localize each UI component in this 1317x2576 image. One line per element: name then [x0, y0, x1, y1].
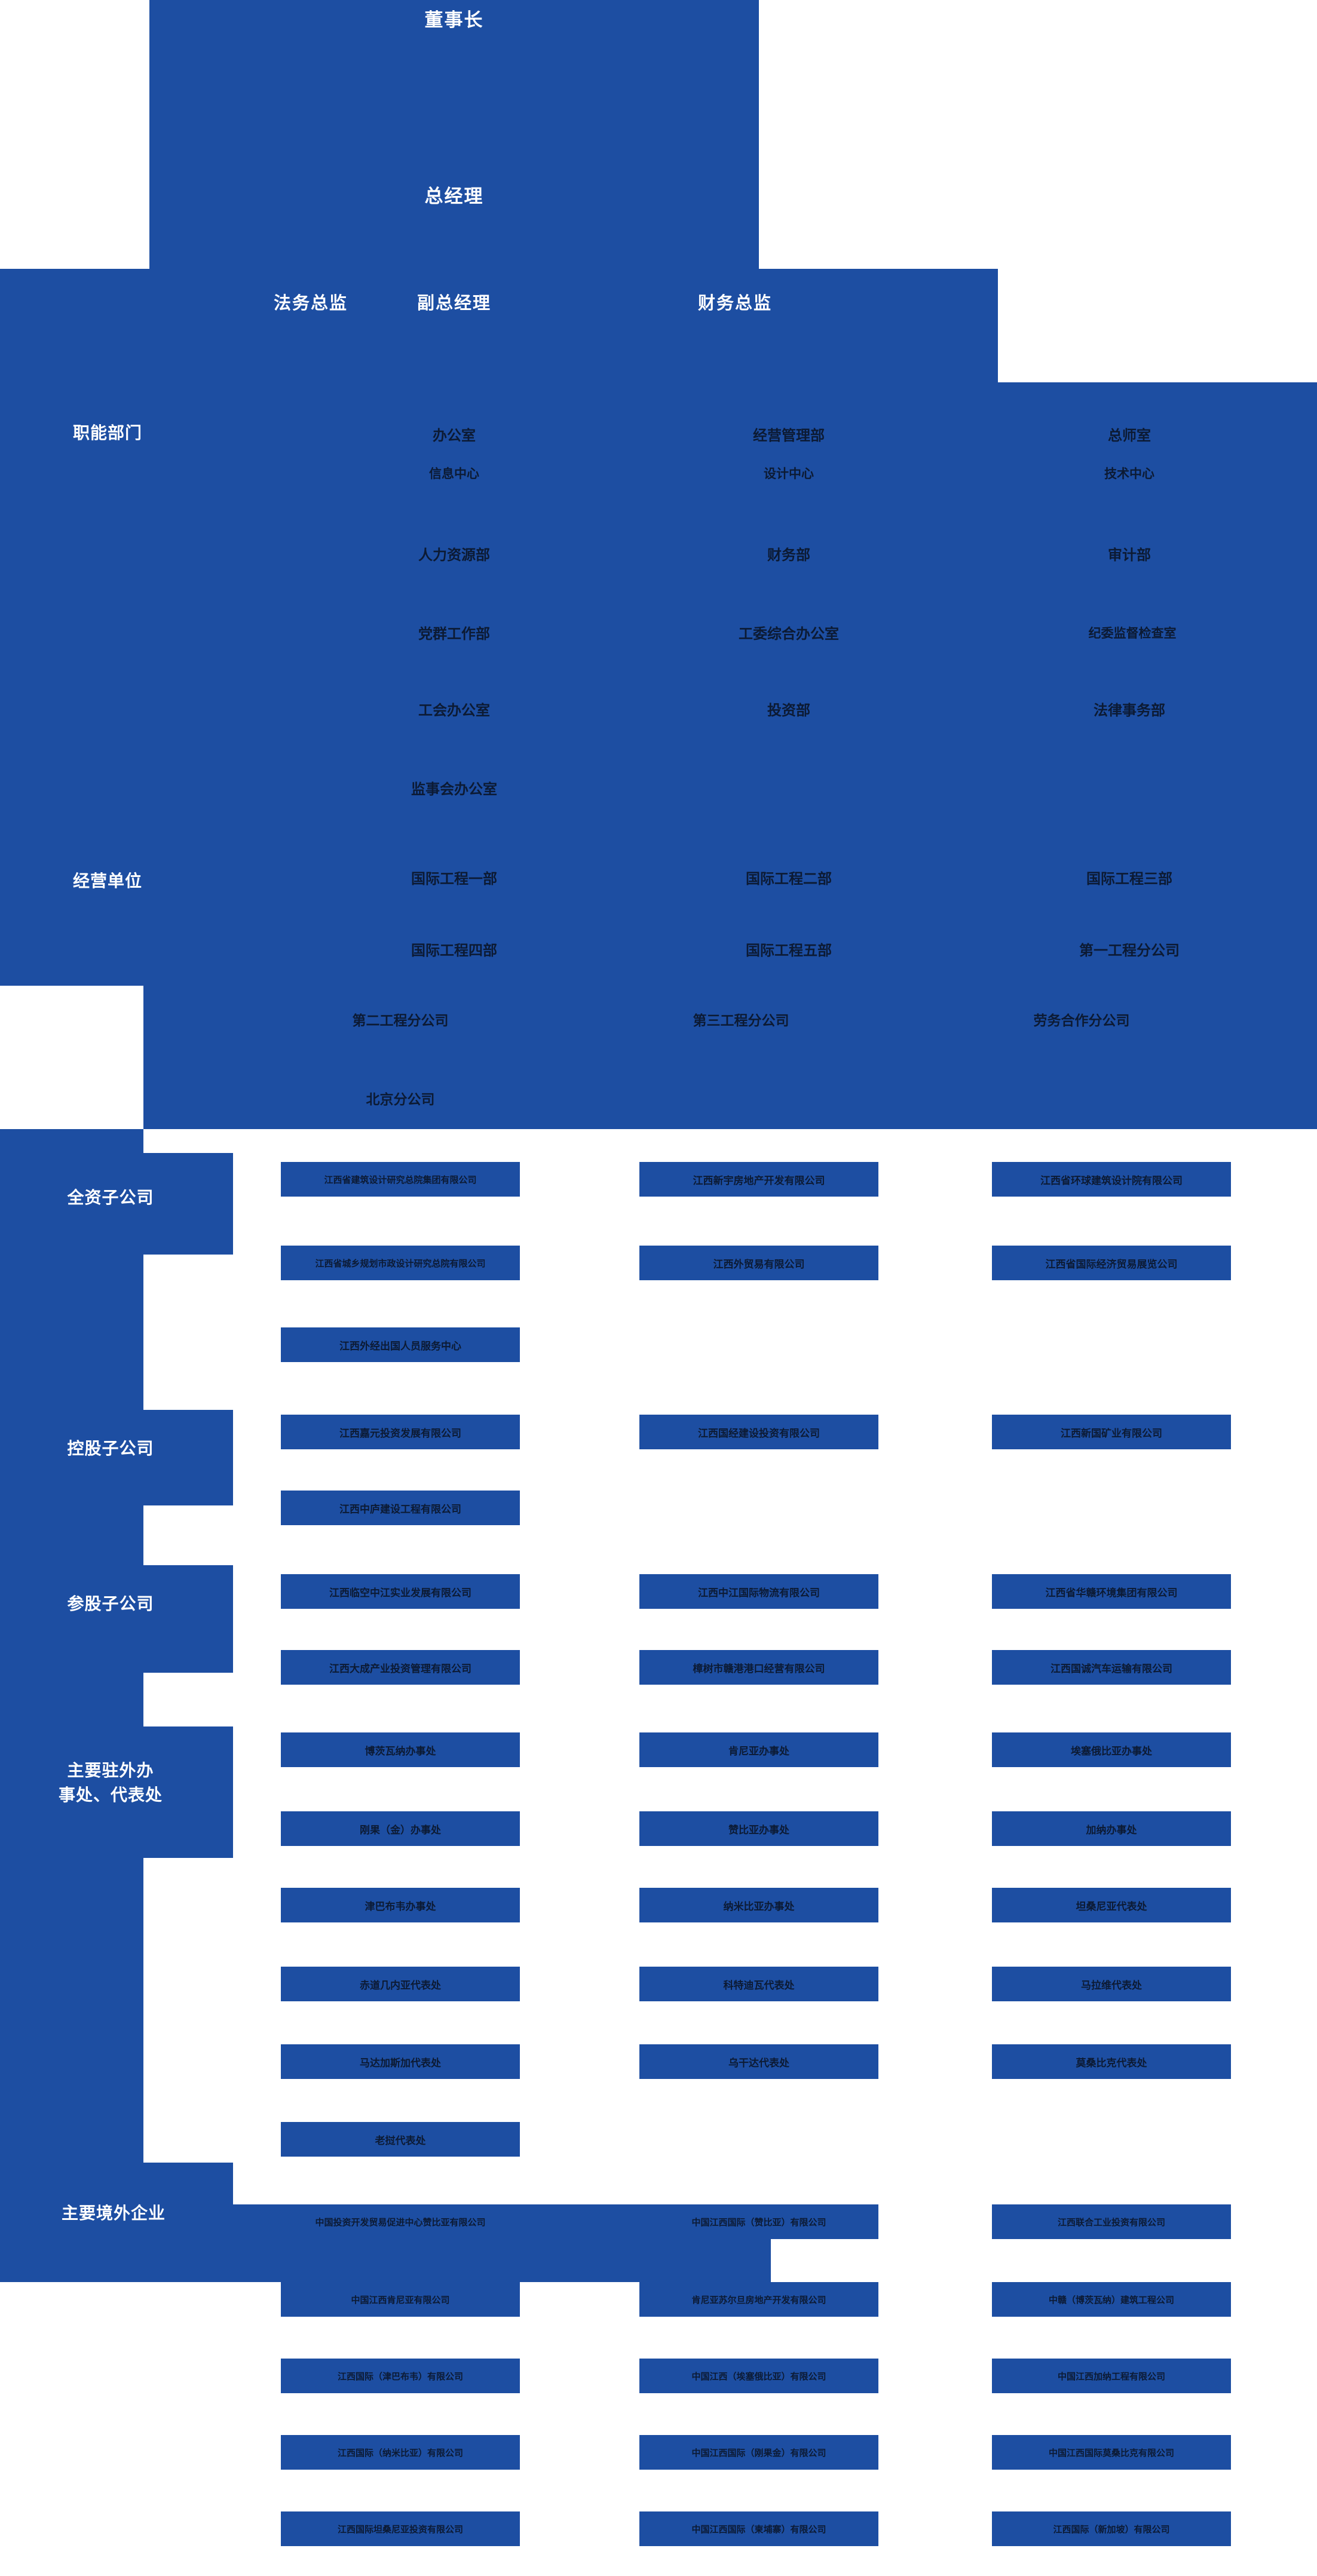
unit-second-eng-branch[interactable]: 第二工程分公司 [281, 1002, 520, 1036]
overseas-zhonggan-botswana-construction[interactable]: 中赣（博茨瓦纳）建筑工程公司 [992, 2282, 1231, 2317]
company-jx-xinyu-realestate[interactable]: 江西新宇房地产开发有限公司 [639, 1162, 878, 1197]
dept-union-office[interactable]: 工会办公室 [418, 702, 490, 719]
overseas-jx-intl-singapore[interactable]: 江西国际（新加坡）有限公司 [992, 2511, 1231, 2546]
company-zhangshu-gangang-port[interactable]: 樟树市赣港港口经营有限公司 [639, 1650, 878, 1685]
unit-intl-eng-2[interactable]: 国际工程二部 [746, 870, 832, 887]
dept-operations-management[interactable]: 经营管理部 [753, 427, 825, 444]
office-laos-rep[interactable]: 老挝代表处 [281, 2122, 520, 2157]
office-botswana[interactable]: 博茨瓦纳办事处 [281, 1732, 520, 1767]
office-ghana[interactable]: 加纳办事处 [992, 1811, 1231, 1846]
exec-finance-director[interactable]: 财务总监 [697, 294, 772, 313]
company-jx-zhonglu-construction[interactable]: 江西中庐建设工程有限公司 [281, 1491, 520, 1525]
overseas-jx-ghana-engineering[interactable]: 中国江西加纳工程有限公司 [992, 2359, 1231, 2393]
plate-cat-equity [0, 1565, 233, 1673]
overseas-jx-intl-zimbabwe[interactable]: 江西国际（津巴布韦）有限公司 [281, 2359, 520, 2393]
overseas-cidc-zambia[interactable]: 中国投资开发贸易促进中心赞比亚有限公司 [281, 2204, 520, 2239]
office-congo-kinshasa[interactable]: 刚果（金）办事处 [281, 1811, 520, 1846]
dept-technology-center[interactable]: 技术中心 [1104, 467, 1154, 481]
plate-cat-overseas [0, 2163, 233, 2282]
category-label-offices: 主要驻外办 事处、代表处 [24, 1750, 197, 1816]
office-ethiopia[interactable]: 埃塞俄比亚办事处 [992, 1732, 1231, 1767]
plate-cat-holding [0, 1410, 233, 1505]
unit-first-eng-branch[interactable]: 第一工程分公司 [1079, 942, 1180, 959]
office-mozambique-rep[interactable]: 莫桑比克代表处 [992, 2044, 1231, 2079]
category-label-holding: 控股子公司 [67, 1439, 154, 1458]
dept-human-resources[interactable]: 人力资源部 [418, 547, 490, 563]
dept-work-committee-general-office[interactable]: 工委综合办公室 [739, 625, 839, 642]
company-jx-global-architectural-design[interactable]: 江西省环球建筑设计院有限公司 [992, 1162, 1231, 1197]
overseas-jx-intl-congo[interactable]: 中国江西国际（刚果金）有限公司 [639, 2435, 878, 2470]
category-label-business: 经营单位 [72, 871, 142, 890]
office-zimbabwe[interactable]: 津巴布韦办事处 [281, 1888, 520, 1922]
dept-investment[interactable]: 投资部 [767, 702, 810, 719]
company-jx-huagan-environment-group[interactable]: 江西省华赣环境集团有限公司 [992, 1574, 1231, 1609]
category-label-wholly-owned: 全资子公司 [67, 1188, 154, 1207]
unit-third-eng-branch[interactable]: 第三工程分公司 [621, 1002, 860, 1036]
overseas-jx-kenya[interactable]: 中国江西肯尼亚有限公司 [281, 2282, 520, 2317]
dept-party-mass-work[interactable]: 党群工作部 [418, 625, 490, 642]
overseas-jx-intl-mozambique[interactable]: 中国江西国际莫桑比克有限公司 [992, 2435, 1231, 2470]
dept-audit[interactable]: 审计部 [1108, 547, 1151, 563]
category-label-offices-line2: 事处、代表处 [58, 1786, 163, 1804]
company-jx-architectural-design-institute[interactable]: 江西省建筑设计研究总院集团有限公司 [281, 1162, 520, 1197]
office-namibia[interactable]: 纳米比亚办事处 [639, 1888, 878, 1922]
exec-chairman[interactable]: 董事长 [424, 9, 484, 30]
category-label-functional: 职能部门 [72, 423, 142, 442]
plate-cat-offices [0, 1726, 233, 1858]
company-jx-dacheng-industrial-investment[interactable]: 江西大成产业投资管理有限公司 [281, 1650, 520, 1685]
overseas-jx-intl-zambia[interactable]: 中国江西国际（赞比亚）有限公司 [639, 2204, 878, 2239]
overseas-jx-intl-namibia[interactable]: 江西国际（纳米比亚）有限公司 [281, 2435, 520, 2470]
company-jx-guocheng-auto-transport[interactable]: 江西国诚汽车运输有限公司 [992, 1650, 1231, 1685]
unit-intl-eng-5[interactable]: 国际工程五部 [746, 942, 832, 959]
office-cote-divoire-rep[interactable]: 科特迪瓦代表处 [639, 1967, 878, 2001]
company-jx-jiayuan-investment[interactable]: 江西嘉元投资发展有限公司 [281, 1415, 520, 1449]
plate-top-chairman [149, 0, 759, 269]
office-uganda-rep[interactable]: 乌干达代表处 [639, 2044, 878, 2079]
dept-design-center[interactable]: 设计中心 [764, 467, 814, 481]
dept-office[interactable]: 办公室 [433, 427, 476, 444]
office-zambia[interactable]: 赞比亚办事处 [639, 1811, 878, 1846]
company-jx-zhongjiang-intl-logistics[interactable]: 江西中江国际物流有限公司 [639, 1574, 878, 1609]
overseas-jx-ethiopia[interactable]: 中国江西（埃塞俄比亚）有限公司 [639, 2359, 878, 2393]
company-jx-foreign-trade[interactable]: 江西外贸易有限公司 [639, 1246, 878, 1280]
unit-intl-eng-1[interactable]: 国际工程一部 [411, 870, 497, 887]
plate-cat-wholly [0, 1153, 233, 1255]
unit-intl-eng-4[interactable]: 国际工程四部 [411, 942, 497, 959]
office-malawi-rep[interactable]: 马拉维代表处 [992, 1967, 1231, 2001]
office-equatorial-guinea-rep[interactable]: 赤道几内亚代表处 [281, 1967, 520, 2001]
overseas-jx-intl-tanzania-investment[interactable]: 江西国际坦桑尼亚投资有限公司 [281, 2511, 520, 2546]
overseas-kenya-sultan-realestate[interactable]: 肯尼亚苏尔旦房地产开发有限公司 [639, 2282, 878, 2317]
office-madagascar-rep[interactable]: 马达加斯加代表处 [281, 2044, 520, 2079]
dept-legal-affairs[interactable]: 法律事务部 [1094, 702, 1165, 719]
overseas-jx-intl-cambodia[interactable]: 中国江西国际（柬埔寨）有限公司 [639, 2511, 878, 2546]
company-jx-guojing-construction-investment[interactable]: 江西国经建设投资有限公司 [639, 1415, 878, 1449]
exec-deputy-general-manager[interactable]: 副总经理 [416, 294, 491, 313]
exec-legal-director[interactable]: 法务总监 [273, 294, 348, 313]
unit-labor-cooperation-branch[interactable]: 劳务合作分公司 [962, 1002, 1201, 1036]
dept-supervisory-board-office[interactable]: 监事会办公室 [411, 781, 497, 798]
dept-information-center[interactable]: 信息中心 [429, 467, 479, 481]
plate-functional-business [0, 382, 1317, 986]
category-label-equity: 参股子公司 [67, 1594, 154, 1613]
company-jx-linkong-zhongjiang-industrial[interactable]: 江西临空中江实业发展有限公司 [281, 1574, 520, 1609]
unit-intl-eng-3[interactable]: 国际工程三部 [1086, 870, 1172, 887]
overseas-jx-united-industrial-investment[interactable]: 江西联合工业投资有限公司 [992, 2204, 1231, 2239]
unit-beijing-branch[interactable]: 北京分公司 [281, 1081, 520, 1115]
company-jx-xinguo-mining[interactable]: 江西新国矿业有限公司 [992, 1415, 1231, 1449]
dept-chief-engineer-office[interactable]: 总师室 [1108, 427, 1151, 444]
company-jx-overseas-personnel-service-center[interactable]: 江西外经出国人员服务中心 [281, 1327, 520, 1362]
office-kenya[interactable]: 肯尼亚办事处 [639, 1732, 878, 1767]
dept-discipline-inspection-office[interactable]: 纪委监督检查室 [1088, 627, 1177, 640]
dept-finance[interactable]: 财务部 [767, 547, 810, 563]
office-tanzania-rep[interactable]: 坦桑尼亚代表处 [992, 1888, 1231, 1922]
company-jx-urban-rural-planning-institute[interactable]: 江西省城乡规划市政设计研究总院有限公司 [281, 1246, 520, 1280]
company-jx-intl-econ-trade-exhibition[interactable]: 江西省国际经济贸易展览公司 [992, 1246, 1231, 1280]
plate-exec-row [0, 269, 998, 382]
category-label-overseas: 主要境外企业 [61, 2203, 166, 2222]
category-label-offices-line1: 主要驻外办 [67, 1761, 154, 1780]
exec-general-manager[interactable]: 总经理 [424, 185, 484, 207]
